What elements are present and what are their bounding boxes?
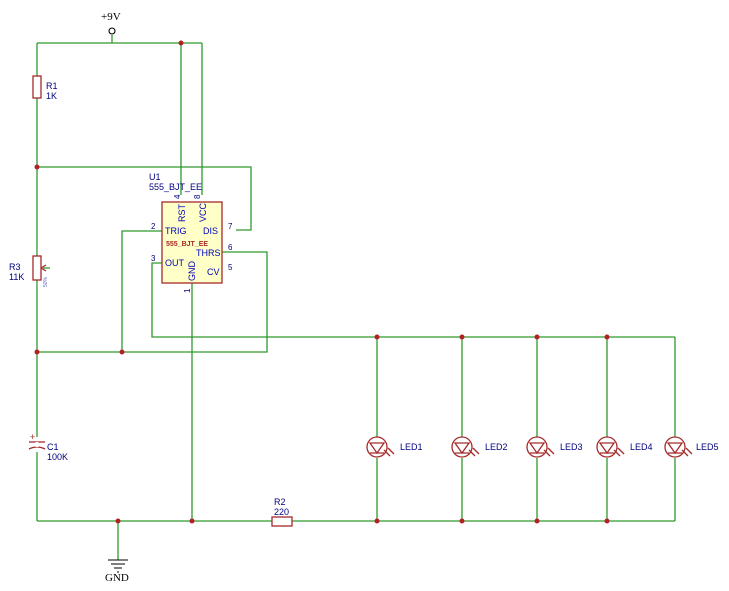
gnd-power-symbol: GND	[105, 559, 129, 584]
r3-wiper-position: 50%	[43, 276, 49, 287]
ic-u1-body	[161, 201, 223, 284]
junction-dot	[374, 334, 380, 340]
capacitor-plate-negative	[28, 446, 46, 450]
wire-trig	[121, 230, 162, 352]
junction-dot	[119, 349, 125, 355]
resistor-r2: R2 220	[271, 497, 293, 527]
pin-number-rst: 4	[173, 194, 182, 199]
led-label: LED2	[485, 442, 508, 452]
capacitor-c1: + C1 100K	[28, 432, 68, 462]
junction-dot	[34, 164, 40, 170]
u1-value: 555_BJT_EE	[149, 182, 202, 192]
r3-value: 11K	[9, 272, 24, 282]
pin-name-gnd: GND	[187, 261, 197, 282]
pin-number-vcc: 8	[193, 194, 202, 199]
pin-number-out: 3	[151, 254, 156, 263]
led-body	[596, 436, 618, 458]
r1-value: 1K	[46, 91, 57, 101]
ground-icon	[108, 559, 128, 573]
wire-dis-loop	[37, 166, 252, 231]
potentiometer-r3-body	[32, 255, 42, 281]
ic-u1: U1 555_BJT_EE 555_BJT_EE RST VCC TRIG DI…	[149, 172, 233, 293]
potentiometer-r3: R3 11K 50%	[9, 255, 49, 287]
pin-name-dis: DIS	[203, 226, 218, 236]
u1-ref: U1	[149, 172, 161, 182]
led-body	[664, 436, 686, 458]
diode-icon	[666, 442, 684, 455]
light-emission-icon	[543, 447, 555, 457]
led-body	[451, 436, 473, 458]
pin-number-gnd: 1	[183, 288, 192, 293]
pin-name-thrs: THRS	[196, 248, 221, 258]
junctions	[34, 40, 610, 524]
junction-dot	[459, 518, 465, 524]
light-emission-icon	[613, 447, 625, 457]
diode-icon	[598, 442, 616, 455]
led-label: LED4	[630, 442, 653, 452]
wire-thrs-trig-node	[37, 251, 268, 353]
vcc-label: +9V	[101, 11, 121, 23]
junction-dot	[534, 518, 540, 524]
wire-out-bus	[151, 262, 675, 338]
light-emission-icon	[681, 447, 693, 457]
led-label: LED5	[696, 442, 719, 452]
gnd-label: GND	[105, 572, 129, 584]
led-2: LED2	[451, 436, 508, 458]
wires	[36, 35, 676, 560]
c1-ref: C1	[47, 442, 59, 452]
light-emission-icon	[383, 447, 395, 457]
junction-dot	[459, 334, 465, 340]
pin-number-trig: 2	[151, 222, 156, 231]
resistor-r2-body	[271, 516, 293, 527]
led-5: LED5	[664, 436, 719, 458]
pin-name-trig: TRIG	[165, 226, 187, 236]
u1-inner-label: 555_BJT_EE	[166, 241, 208, 248]
junction-dot	[604, 518, 610, 524]
led-1: LED1	[366, 436, 423, 458]
junction-dot	[189, 518, 195, 524]
junction-dot	[604, 334, 610, 340]
junction-dot	[178, 40, 184, 46]
junction-dot	[115, 518, 121, 524]
capacitor-polarity-icon: +	[30, 432, 35, 442]
led-4: LED4	[596, 436, 653, 458]
pin-name-cv: CV	[207, 267, 220, 277]
pin-name-out: OUT	[165, 258, 185, 268]
wiper-arrow-icon	[40, 264, 47, 272]
led-label: LED3	[560, 442, 583, 452]
pin-name-rst: RST	[177, 203, 187, 222]
r3-ref: R3	[9, 262, 21, 272]
r1-ref: R1	[46, 81, 58, 91]
junction-dot	[374, 518, 380, 524]
pin-number-thrs: 6	[228, 243, 233, 252]
light-emission-icon	[468, 447, 480, 457]
led-3: LED3	[526, 436, 583, 458]
pin-number-dis: 7	[228, 222, 233, 231]
vcc-power-symbol: +9V	[101, 11, 121, 35]
diode-icon	[368, 442, 386, 455]
r2-value: 220	[274, 507, 289, 517]
r2-ref: R2	[274, 497, 286, 507]
led-body	[366, 436, 388, 458]
pin-name-vcc: VCC	[198, 202, 208, 222]
junction-dot	[34, 349, 40, 355]
vcc-terminal-icon	[108, 27, 116, 35]
pin-number-cv: 5	[228, 263, 233, 272]
resistor-r1-body	[32, 75, 42, 99]
diode-icon	[453, 442, 471, 455]
resistor-r1: R1 1K	[32, 75, 58, 101]
c1-value: 100K	[47, 452, 68, 462]
led-label: LED1	[400, 442, 423, 452]
led-body	[526, 436, 548, 458]
diode-icon	[528, 442, 546, 455]
junction-dot	[534, 334, 540, 340]
